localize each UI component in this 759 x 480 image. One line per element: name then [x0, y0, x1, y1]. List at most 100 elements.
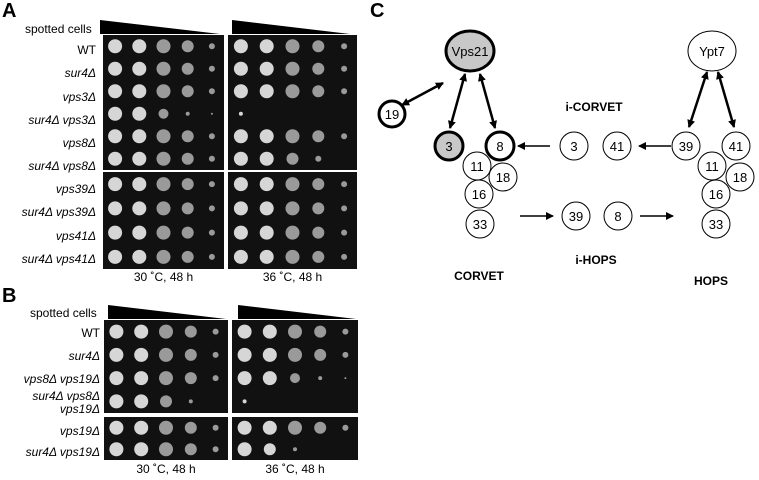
- hops-label-33: 33: [709, 217, 723, 232]
- colony-spot: [134, 394, 149, 409]
- colony-spot: [233, 129, 248, 144]
- colony-spot: [212, 375, 219, 382]
- colony-spot: [233, 61, 248, 76]
- icorvet-node-41: [602, 131, 632, 161]
- colony-spot: [109, 347, 124, 362]
- colony-spot: [259, 61, 274, 76]
- panel-a-row-label: sur4Δ vps39Δ: [21, 205, 96, 219]
- ypt7-node: [687, 30, 737, 72]
- colony-spot: [188, 399, 193, 404]
- colony-spot: [109, 324, 124, 339]
- colony-spot: [210, 112, 213, 115]
- colony-spot: [184, 443, 197, 456]
- colony-spot: [159, 324, 173, 339]
- colony-spot: [238, 111, 243, 116]
- colony-spot: [208, 205, 215, 212]
- colony-spot: [134, 347, 149, 362]
- dilution-wedge-b-36: [238, 305, 356, 319]
- colony-spot: [233, 151, 248, 166]
- dilution-wedge-a-36: [232, 20, 350, 34]
- corvet-label-33: 33: [473, 217, 487, 232]
- colony-spot: [212, 328, 219, 335]
- panel-b-row-label: vps8Δ vps19Δ: [23, 372, 100, 386]
- panel-a-row-label: sur4Δ: [64, 66, 96, 80]
- colony-spot: [208, 133, 215, 140]
- hops-node-41: [721, 131, 751, 161]
- plate-b-30-top: [104, 320, 228, 413]
- panel-b-condition-30: 30 ˚C, 48 h: [136, 462, 196, 476]
- colony-spot: [208, 43, 215, 50]
- colony-spot: [341, 181, 348, 188]
- node-19-label: 19: [385, 107, 399, 122]
- colony-spot: [181, 85, 194, 98]
- panel-a-row-label: WT: [77, 43, 96, 57]
- plate-a-36-top: [228, 35, 357, 170]
- colony-spot: [237, 347, 252, 362]
- panel-b-row-label: sur4Δ: [68, 349, 100, 363]
- colony-spot: [233, 225, 248, 240]
- hops-node-16: [701, 179, 731, 209]
- corvet-label-8: 8: [496, 139, 503, 154]
- colony-spot: [132, 61, 147, 76]
- colony-spot: [132, 201, 147, 216]
- colony-spot: [262, 420, 277, 435]
- colony-spot: [312, 85, 325, 98]
- colony-spot: [312, 250, 325, 263]
- panel-a-row-label: vps3Δ: [62, 90, 96, 104]
- colony-spot: [132, 84, 147, 99]
- colony-spot: [156, 39, 171, 54]
- colony-spot: [108, 151, 123, 166]
- hops-label-11: 11: [705, 159, 719, 174]
- ypt7-label: Ypt7: [699, 44, 725, 59]
- vps21-label: Vps21: [452, 44, 489, 59]
- panel-b-row-label: sur4Δ vps19Δ: [25, 445, 100, 459]
- colony-spot: [233, 201, 248, 216]
- colony-spot: [158, 108, 169, 119]
- corvet-node-33: [465, 209, 495, 239]
- colony-spot: [262, 324, 277, 339]
- panel-c-letter: C: [370, 0, 385, 22]
- colony-spot: [156, 249, 171, 264]
- corvet-node-8: [484, 130, 516, 162]
- colony-spot: [285, 39, 300, 54]
- ihops-label-39: 39: [569, 209, 583, 224]
- colony-spot: [314, 421, 327, 434]
- colony-spot: [159, 371, 173, 386]
- panel-a-row-label: sur4Δ vps3Δ: [28, 113, 96, 127]
- colony-spot: [285, 177, 300, 192]
- colony-spot: [285, 61, 300, 76]
- node-19: [377, 99, 407, 129]
- colony-spot: [159, 420, 173, 435]
- colony-spot: [160, 395, 172, 408]
- colony-spot: [108, 61, 123, 76]
- colony-spot: [208, 65, 215, 72]
- colony-spot: [341, 229, 348, 236]
- colony-spot: [312, 226, 325, 239]
- colony-spot: [312, 130, 325, 143]
- colony-spot: [312, 40, 325, 53]
- colony-spot: [312, 202, 325, 215]
- colony-spot: [212, 446, 219, 453]
- colony-spot: [208, 181, 215, 188]
- colony-spot: [159, 442, 173, 457]
- colony-spot: [159, 347, 173, 362]
- colony-spot: [233, 249, 248, 264]
- colony-spot: [132, 39, 147, 54]
- colony-spot: [288, 324, 302, 339]
- panel-a-row-label: vps39Δ: [55, 182, 96, 196]
- colony-spot: [184, 372, 197, 385]
- colony-spot: [134, 324, 149, 339]
- colony-spot: [312, 62, 325, 75]
- colony-spot: [134, 371, 149, 386]
- dilution-wedge-a-30: [100, 20, 220, 34]
- ihops-node-39: [561, 201, 591, 231]
- panel-a-condition-36: 36 ˚C, 48 h: [262, 270, 323, 284]
- label-hops: HOPS: [694, 274, 728, 288]
- colony-spot: [259, 201, 274, 216]
- colony-spot: [108, 39, 123, 54]
- vps21-node: [444, 29, 496, 73]
- colony-spot: [259, 151, 274, 166]
- plate-b-36-bottom: [232, 417, 358, 460]
- colony-spot: [290, 373, 300, 384]
- colony-spot: [109, 371, 124, 386]
